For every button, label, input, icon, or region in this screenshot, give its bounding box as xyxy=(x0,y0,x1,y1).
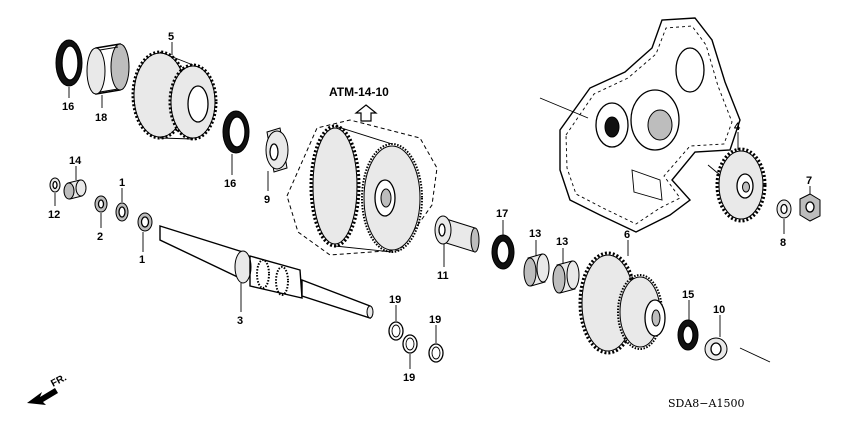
callout-13: 13 xyxy=(529,228,541,240)
part-14-bearing xyxy=(63,179,87,200)
callout-19: 19 xyxy=(389,294,401,306)
callout-7: 7 xyxy=(806,175,812,187)
callout-8: 8 xyxy=(780,237,786,249)
part-8-washer xyxy=(776,199,792,219)
atm-reference-label: ATM-14-10 xyxy=(329,85,389,99)
clutch-assembly-reference xyxy=(286,119,438,256)
part-19-ring-c xyxy=(428,343,444,363)
front-direction-arrow-icon xyxy=(27,388,58,405)
part-1-shim-a xyxy=(115,202,129,222)
callout-18: 18 xyxy=(95,112,107,124)
part-12-washer xyxy=(49,177,61,193)
front-direction-label: FR. xyxy=(49,372,69,389)
part-7-nut xyxy=(799,193,821,222)
callout-15: 15 xyxy=(682,289,694,301)
callout-16: 16 xyxy=(62,101,74,113)
part-2-washer xyxy=(94,195,108,213)
callout-1: 1 xyxy=(139,254,145,266)
part-16-seal-middle xyxy=(222,110,250,154)
callout-1: 1 xyxy=(119,177,125,189)
part-19-ring-b xyxy=(402,334,418,354)
part-9-washer xyxy=(265,127,289,173)
part-15-seal xyxy=(677,319,699,351)
callout-13: 13 xyxy=(556,236,568,248)
part-19-ring-a xyxy=(388,321,404,341)
part-6-gear xyxy=(578,251,666,355)
callout-17: 17 xyxy=(496,208,508,220)
callout-19: 19 xyxy=(403,372,415,384)
callout-12: 12 xyxy=(48,209,60,221)
callout-16: 16 xyxy=(224,178,236,190)
part-3-shaft xyxy=(159,225,374,319)
part-10-washer xyxy=(704,337,728,361)
diagram-code: SDA8−A1500 xyxy=(668,397,744,410)
part-4-gear xyxy=(715,147,767,223)
part-13-bearing-b xyxy=(552,260,580,294)
reference-arrow xyxy=(354,104,378,122)
part-18-needle-bearing xyxy=(86,43,130,95)
callout-leaders xyxy=(54,42,811,369)
part-5-gear xyxy=(131,50,218,141)
callout-11: 11 xyxy=(437,270,449,282)
part-16-seal-left xyxy=(55,39,83,87)
transmission-housing xyxy=(539,17,741,233)
callout-5: 5 xyxy=(168,31,174,43)
callout-4: 4 xyxy=(734,121,741,133)
part-1-shim-b xyxy=(137,212,153,232)
part-17-seal xyxy=(491,234,515,270)
part-13-bearing-a xyxy=(523,253,550,287)
part-11-collar xyxy=(434,215,480,253)
callout-3: 3 xyxy=(237,315,243,327)
callout-2: 2 xyxy=(97,231,103,243)
callout-19: 19 xyxy=(429,314,441,326)
callout-14: 14 xyxy=(69,155,82,167)
callout-6: 6 xyxy=(624,229,630,241)
callout-9: 9 xyxy=(264,194,270,206)
callout-10: 10 xyxy=(713,304,725,316)
